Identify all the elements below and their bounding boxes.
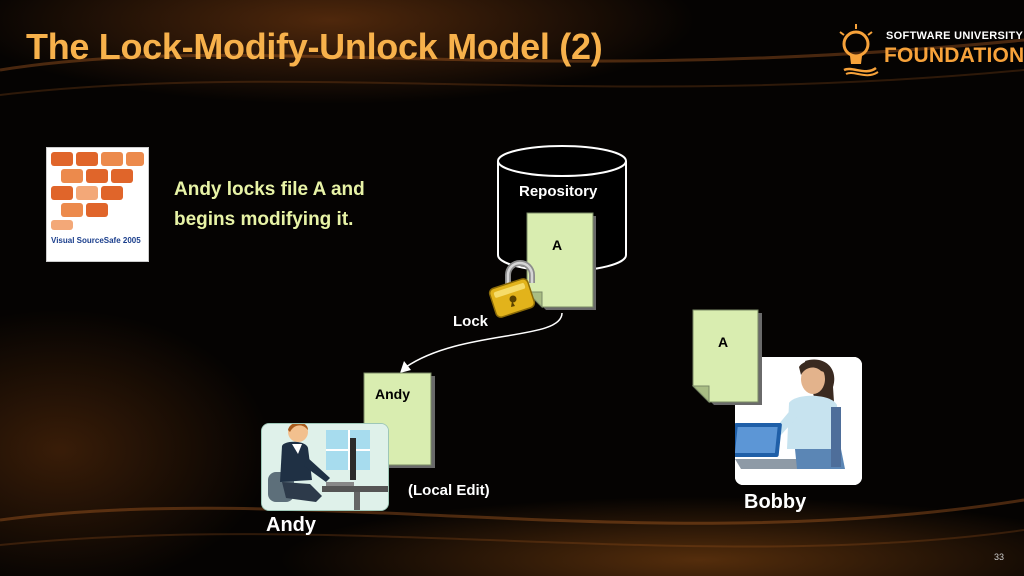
bobby-file-a-icon [692, 309, 762, 405]
repository-label: Repository [519, 183, 598, 200]
andy-file-label: Andy [375, 386, 410, 402]
lightbulb-icon [839, 24, 879, 77]
repo-file-label: A [552, 237, 563, 253]
man-at-computer-icon [262, 424, 388, 510]
lock-arrow-icon [400, 312, 563, 373]
slide-caption: Andy locks file A and begins modifying i… [174, 175, 414, 235]
logo-bottom-text: FOUNDATION [884, 44, 1024, 67]
local-edit-label: (Local Edit) [408, 482, 490, 499]
visual-sourcesafe-box-image: Visual SourceSafe 2005 [46, 147, 149, 262]
software-university-logo: SOFTWARE UNIVERSITY FOUNDATION [832, 18, 1024, 80]
padlock-icon [488, 260, 536, 318]
bobby-file-label: A [718, 334, 729, 350]
andy-name-label: Andy [266, 514, 316, 536]
caption-line-2: begins modifying it. [174, 209, 354, 230]
slide-title: The Lock-Modify-Unlock Model (2) [26, 26, 603, 67]
bobby-name-label: Bobby [744, 491, 807, 513]
repo-file-a-icon [526, 212, 596, 310]
slide-number: 33 [993, 552, 1004, 562]
logo-top-text: SOFTWARE UNIVERSITY [886, 30, 1024, 42]
vss-product-text: Visual SourceSafe 2005 [51, 236, 141, 245]
caption-line-1: Andy locks file A and [174, 179, 365, 200]
lock-label: Lock [453, 313, 489, 330]
andy-image [261, 423, 389, 511]
